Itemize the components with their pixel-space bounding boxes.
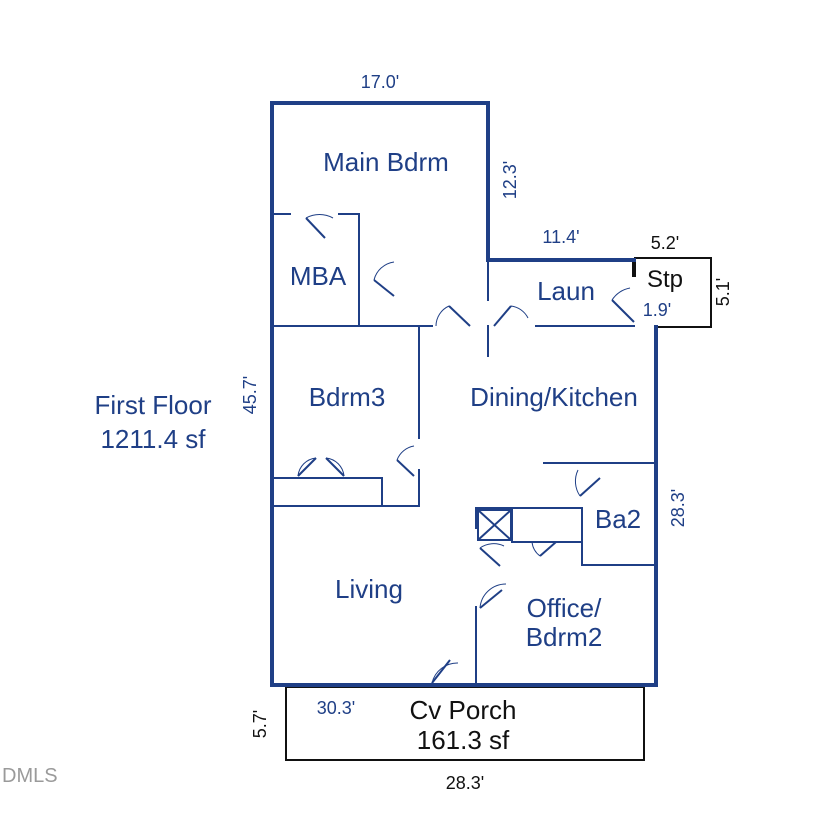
exterior-walls (270, 101, 658, 687)
watermark: DMLS (2, 765, 58, 787)
dim-left-height: 45.7' (240, 376, 260, 414)
room-label-dining-kitchen: Dining/Kitchen (470, 382, 638, 412)
room-label-porch-line2: 161.3 sf (417, 725, 510, 755)
floor-area: 1211.4 sf (100, 424, 206, 454)
room-label-porch-line1: Cv Porch (410, 695, 517, 725)
room-label-main-bdrm: Main Bdrm (323, 147, 449, 177)
room-label-office-line2: Bdrm2 (526, 622, 603, 652)
room-label-office-line1: Office/ (527, 593, 602, 623)
room-label-mba: MBA (290, 261, 347, 291)
dim-top-width: 17.0' (361, 72, 399, 92)
floor-name: First Floor (95, 390, 212, 420)
dim-stp-small: 1.9' (643, 300, 671, 320)
dim-bottom-width: 30.3' (317, 698, 355, 718)
dim-stp-height: 5.1' (713, 278, 733, 306)
room-label-laun: Laun (537, 276, 595, 306)
dim-right-upper: 12.3' (500, 161, 520, 199)
mechanical-box (477, 509, 512, 541)
room-label-bdrm3: Bdrm3 (309, 382, 386, 412)
dim-stp-width: 5.2' (651, 233, 679, 253)
dim-porch-depth: 5.7' (250, 710, 270, 738)
dim-laun-width: 11.4' (542, 227, 579, 247)
doors (297, 214, 635, 684)
step-outline (634, 257, 712, 328)
room-label-stp: Stp (647, 266, 683, 293)
room-label-living: Living (335, 574, 403, 604)
room-label-ba2: Ba2 (595, 504, 641, 534)
dim-right-lower: 28.3' (668, 489, 688, 527)
dim-porch-width: 28.3' (446, 773, 484, 793)
